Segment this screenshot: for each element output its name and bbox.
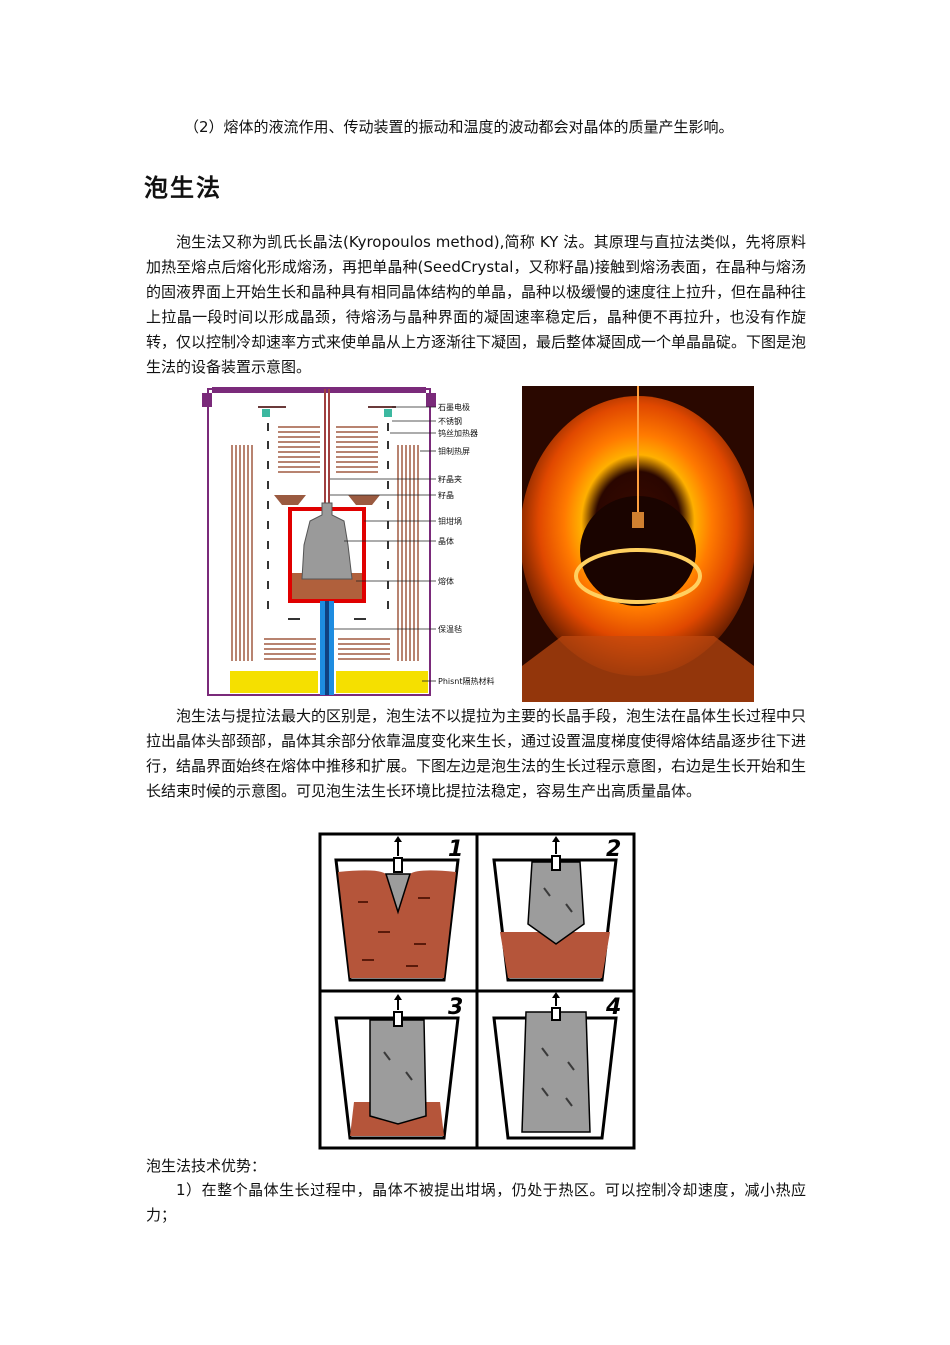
label-mo-crucible: 钼坩埚 xyxy=(438,516,462,526)
description-paragraph-2: 泡生法与提拉法最大的区别是，泡生法不以提拉为主要的长晶手段，泡生法在晶体生长过程… xyxy=(146,707,807,800)
label-stainless-steel: 不锈钢 xyxy=(438,416,462,426)
advantage-item-1: 1）在整个晶体生长过程中，晶体不被提出坩埚，仍处于热区。可以控制冷却速度，减小热… xyxy=(146,1181,806,1224)
panel-3: 3 xyxy=(334,994,463,1140)
label-crystal: 晶体 xyxy=(438,536,454,546)
advantages-title: 泡生法技术优势： xyxy=(146,1157,267,1175)
label-insulation-felt: 保温毡 xyxy=(438,624,462,634)
intro-paragraph: （2）熔体的液流作用、传动装置的振动和温度的波动都会对晶体的质量产生影响。 xyxy=(184,118,734,136)
label-seed: 籽晶 xyxy=(438,490,454,500)
label-graphite-electrode: 石墨电极 xyxy=(438,402,470,412)
panel-number-4: 4 xyxy=(605,995,621,1020)
label-melt: 熔体 xyxy=(438,576,454,586)
label-phisnt-material: Phisnt隔热材料 xyxy=(438,676,495,686)
label-seed-holder: 籽晶夹 xyxy=(438,474,462,484)
apparatus-diagram: 石墨电极 不锈钢 钨丝加热器 钼制热屏 籽晶夹 籽晶 钼坩埚 晶体 熔体 保温毡… xyxy=(202,387,495,696)
section-heading: 泡生法 xyxy=(144,174,222,202)
furnace-photo xyxy=(522,386,754,702)
panel-1: 1 xyxy=(334,836,463,982)
panel-2: 2 xyxy=(492,836,621,982)
panel-number-1: 1 xyxy=(448,837,463,862)
label-tungsten-heater: 钨丝加热器 xyxy=(438,428,478,438)
description-paragraph-1: 泡生法又称为凯氏长晶法(Kyropoulos method),简称 KY 法。其… xyxy=(146,233,807,376)
panel-number-3: 3 xyxy=(448,995,463,1020)
panel-number-2: 2 xyxy=(606,837,621,862)
growth-process-diagram: 1 2 3 4 xyxy=(318,832,636,1150)
label-mo-heat-shield: 钼制热屏 xyxy=(438,446,470,456)
panel-4: 4 xyxy=(492,992,621,1140)
